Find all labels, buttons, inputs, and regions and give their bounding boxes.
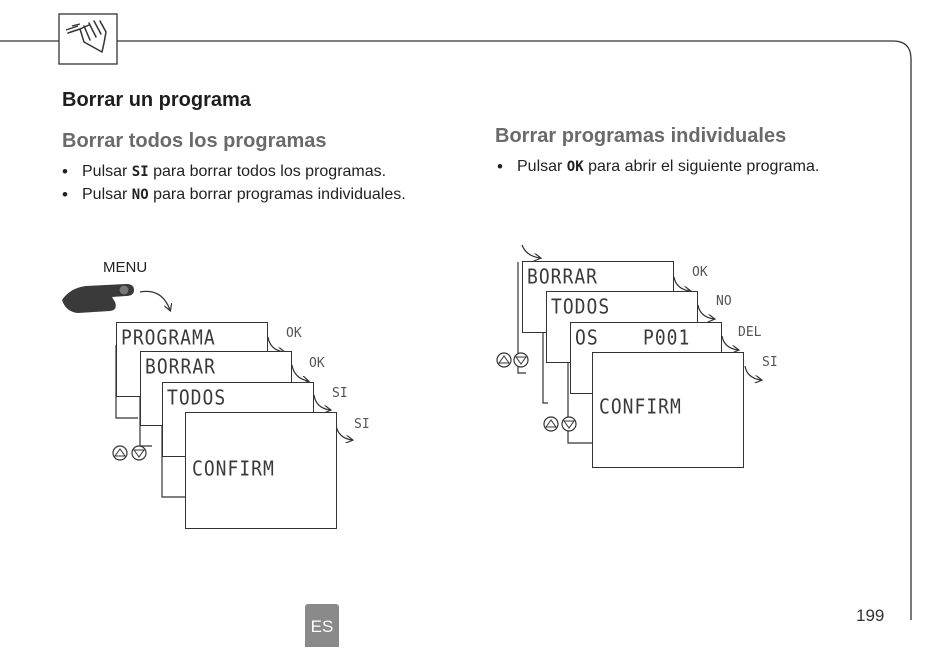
key-si: SI — [131, 164, 149, 180]
up-arrow-icon — [112, 445, 128, 461]
hand-gesture-icon — [58, 13, 118, 65]
menu-label: MENU — [103, 259, 148, 276]
list-item: Pulsar SI para borrar todos los programa… — [60, 160, 406, 183]
lcd-program-number: P001 — [643, 326, 691, 351]
down-arrow-icon — [131, 445, 147, 461]
bullet-list-all: Pulsar SI para borrar todos los programa… — [60, 160, 406, 206]
curved-arrow-icon — [673, 276, 690, 291]
softkey-label: DEL — [738, 325, 762, 340]
lcd-text: PROGRAMA — [121, 326, 216, 351]
curved-arrow-icon — [335, 424, 352, 440]
hand-press-icon — [62, 284, 134, 313]
up-arrow-icon — [496, 352, 512, 368]
softkey-label: OK — [286, 326, 302, 341]
down-arrow-icon — [513, 352, 529, 368]
key-ok: OK — [566, 159, 584, 175]
lcd-text: OS — [575, 326, 599, 351]
lcd-text: TODOS — [167, 386, 227, 411]
lcd-text: CONFIRM — [192, 457, 275, 482]
curved-arrow-icon — [744, 365, 761, 380]
page-number: 199 — [856, 606, 885, 625]
curved-arrow-icon — [721, 335, 738, 350]
softkey-label: SI — [354, 417, 370, 432]
softkey-label: OK — [692, 265, 708, 280]
up-arrow-icon — [543, 416, 559, 432]
curved-arrow-icon — [313, 394, 330, 410]
list-item: Pulsar OK para abrir el siguiente progra… — [495, 155, 819, 178]
lcd-text: BORRAR — [145, 355, 217, 380]
key-no: NO — [131, 187, 149, 203]
curved-arrow-icon — [697, 304, 714, 319]
softkey-label: OK — [309, 356, 325, 371]
curved-arrow-icon — [267, 336, 284, 352]
section-title-individual: Borrar programas individuales — [495, 125, 787, 147]
lcd-text: CONFIRM — [599, 395, 682, 420]
lcd-screen-4: CONFIRM — [592, 352, 744, 468]
bullet-list-individual: Pulsar OK para abrir el siguiente progra… — [495, 155, 819, 178]
down-arrow-icon — [561, 416, 577, 432]
lcd-screen-4: CONFIRM — [185, 412, 337, 529]
softkey-label: SI — [332, 386, 348, 401]
softkey-label: SI — [762, 355, 778, 370]
list-item: Pulsar NO para borrar programas individu… — [60, 183, 406, 206]
section-title-all: Borrar todos los programas — [62, 130, 327, 152]
page-title: Borrar un programa — [62, 89, 251, 111]
curved-arrow-icon — [291, 364, 308, 381]
softkey-label: NO — [716, 294, 732, 309]
curved-arrow-icon — [139, 290, 170, 310]
lcd-text: TODOS — [551, 295, 611, 320]
curved-arrow-icon — [521, 244, 540, 258]
language-tab: ES — [305, 604, 339, 647]
lcd-text: BORRAR — [527, 265, 599, 290]
